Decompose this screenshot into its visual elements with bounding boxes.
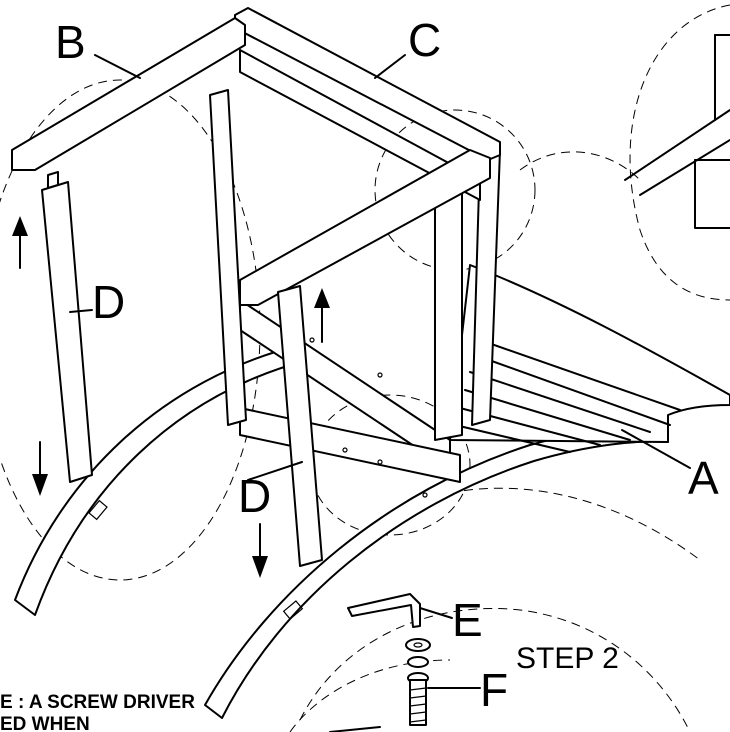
note-line-2: ED WHEN (0, 714, 90, 732)
hardware (347, 593, 431, 726)
step-label: STEP 2 (516, 642, 619, 675)
crossbar (239, 149, 491, 306)
rail-b (11, 17, 246, 171)
label-c: C (408, 14, 441, 66)
label-f: F (480, 664, 508, 716)
direction-arrows (12, 216, 330, 578)
note-line-1: E : A SCREW DRIVER (0, 692, 195, 713)
label-b: B (55, 16, 86, 68)
label-a: A (688, 452, 719, 504)
leg-d-left (41, 171, 93, 483)
back-frame (209, 89, 501, 441)
label-e: E (452, 594, 483, 646)
label-d-center: D (238, 470, 271, 522)
detail-inset (624, 34, 730, 229)
label-d-left: D (92, 276, 125, 328)
leg-d-center (277, 285, 323, 567)
leader-lines (69, 54, 691, 732)
